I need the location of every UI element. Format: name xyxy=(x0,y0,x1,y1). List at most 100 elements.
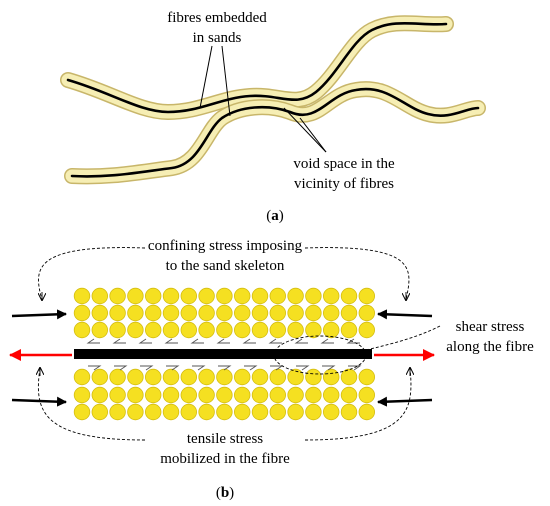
sand-grain xyxy=(180,304,198,322)
compression-arrow-top-left xyxy=(11,309,67,320)
sand-grain xyxy=(287,287,304,305)
sand-grain xyxy=(198,368,215,386)
sand-grain xyxy=(305,304,322,322)
leader-void-1 xyxy=(299,117,327,153)
sand-grain xyxy=(91,386,109,404)
sand-grain xyxy=(305,368,322,386)
shear-arrow xyxy=(218,365,232,371)
sand-grain xyxy=(91,403,109,421)
sand-grain xyxy=(162,304,180,322)
sand-grain xyxy=(162,386,180,404)
shear-arrow xyxy=(86,338,100,344)
shear-arrow xyxy=(242,338,256,344)
sand-grain xyxy=(198,403,215,421)
sand-grain xyxy=(109,403,126,421)
sand-grain xyxy=(323,368,340,386)
sand-grains xyxy=(73,287,376,421)
sand-grain xyxy=(233,386,251,404)
sand-grain xyxy=(91,321,109,339)
shear-arrow xyxy=(216,338,230,344)
sand-grain xyxy=(198,304,215,322)
shear-arrow xyxy=(322,365,336,371)
leader-fibres-2 xyxy=(221,45,231,117)
sand-grain xyxy=(323,321,340,339)
shear-arrow xyxy=(140,365,154,371)
label-shear-line1: shear stress xyxy=(456,319,525,335)
label-fibres-line1: fibres embedded xyxy=(167,10,267,26)
shear-arrow xyxy=(192,365,206,371)
shear-arrow xyxy=(244,365,258,371)
panel-b: confining stress imposing to the sand sk… xyxy=(9,238,534,501)
sand-grain xyxy=(162,368,180,386)
fibre-1 xyxy=(66,21,448,114)
sand-grain xyxy=(216,403,233,421)
sand-grain xyxy=(127,403,144,421)
sand-grain xyxy=(340,368,358,386)
sand-grain xyxy=(127,304,144,322)
sand-grain xyxy=(287,368,304,386)
sand-grain xyxy=(358,321,376,339)
sand-grain xyxy=(91,304,109,322)
sand-grain xyxy=(109,386,126,404)
label-tensile-line2: mobilized in the fibre xyxy=(160,451,290,467)
sand-grain xyxy=(340,321,358,339)
sand-grain xyxy=(251,304,269,322)
shear-arrow xyxy=(164,338,178,344)
shear-ellipse xyxy=(273,335,367,375)
shear-arrow xyxy=(112,338,126,344)
sand-grain xyxy=(358,368,376,386)
sand-grain xyxy=(73,287,91,305)
shear-arrow xyxy=(88,365,102,371)
sand-grain xyxy=(305,386,322,404)
sand-grain xyxy=(340,386,358,404)
sand-grain xyxy=(233,287,251,305)
compression-arrow-bottom-right xyxy=(377,396,433,407)
sand-grain xyxy=(144,368,162,386)
sand-grain xyxy=(340,287,358,305)
label-confining-line1: confining stress imposing xyxy=(148,238,303,254)
sand-grain xyxy=(180,321,198,339)
sand-grain xyxy=(269,368,287,386)
sand-grain xyxy=(109,287,126,305)
sand-grain xyxy=(144,386,162,404)
label-tensile-line1: tensile stress xyxy=(187,431,263,447)
sand-grain xyxy=(323,304,340,322)
panel-a: fibres embedded in sands void space in t… xyxy=(60,10,486,224)
compression-arrow-top-right xyxy=(377,309,433,320)
sand-grain xyxy=(73,403,91,421)
compression-arrow-bottom-left xyxy=(11,396,67,407)
sand-grain xyxy=(340,403,358,421)
sand-grain xyxy=(109,368,126,386)
sand-grain xyxy=(216,386,233,404)
shear-arrow xyxy=(320,338,334,344)
shear-arrow xyxy=(190,338,204,344)
sand-grain xyxy=(287,386,304,404)
sand-grain xyxy=(198,386,215,404)
sand-grain xyxy=(91,287,109,305)
sand-grain xyxy=(269,304,287,322)
sand-grain xyxy=(162,321,180,339)
leader-fibres-1 xyxy=(199,45,213,109)
sand-grain xyxy=(287,304,304,322)
sand-grain xyxy=(109,304,126,322)
sand-grain xyxy=(358,386,376,404)
sand-grain xyxy=(269,321,287,339)
sand-grain xyxy=(180,287,198,305)
label-fibres-line2: in sands xyxy=(193,30,242,46)
sand-grain xyxy=(216,321,233,339)
leader-void-2 xyxy=(283,107,327,153)
sand-grain xyxy=(198,321,215,339)
sand-grain xyxy=(144,403,162,421)
sand-grain xyxy=(73,386,91,404)
sand-grain xyxy=(269,386,287,404)
sand-grain xyxy=(216,287,233,305)
sand-grain xyxy=(251,321,269,339)
sand-grain xyxy=(340,304,358,322)
confining-arc xyxy=(38,247,410,301)
caption-b: (b) xyxy=(216,485,234,501)
sand-grain xyxy=(127,321,144,339)
sand-grain xyxy=(144,304,162,322)
sand-grain xyxy=(180,403,198,421)
